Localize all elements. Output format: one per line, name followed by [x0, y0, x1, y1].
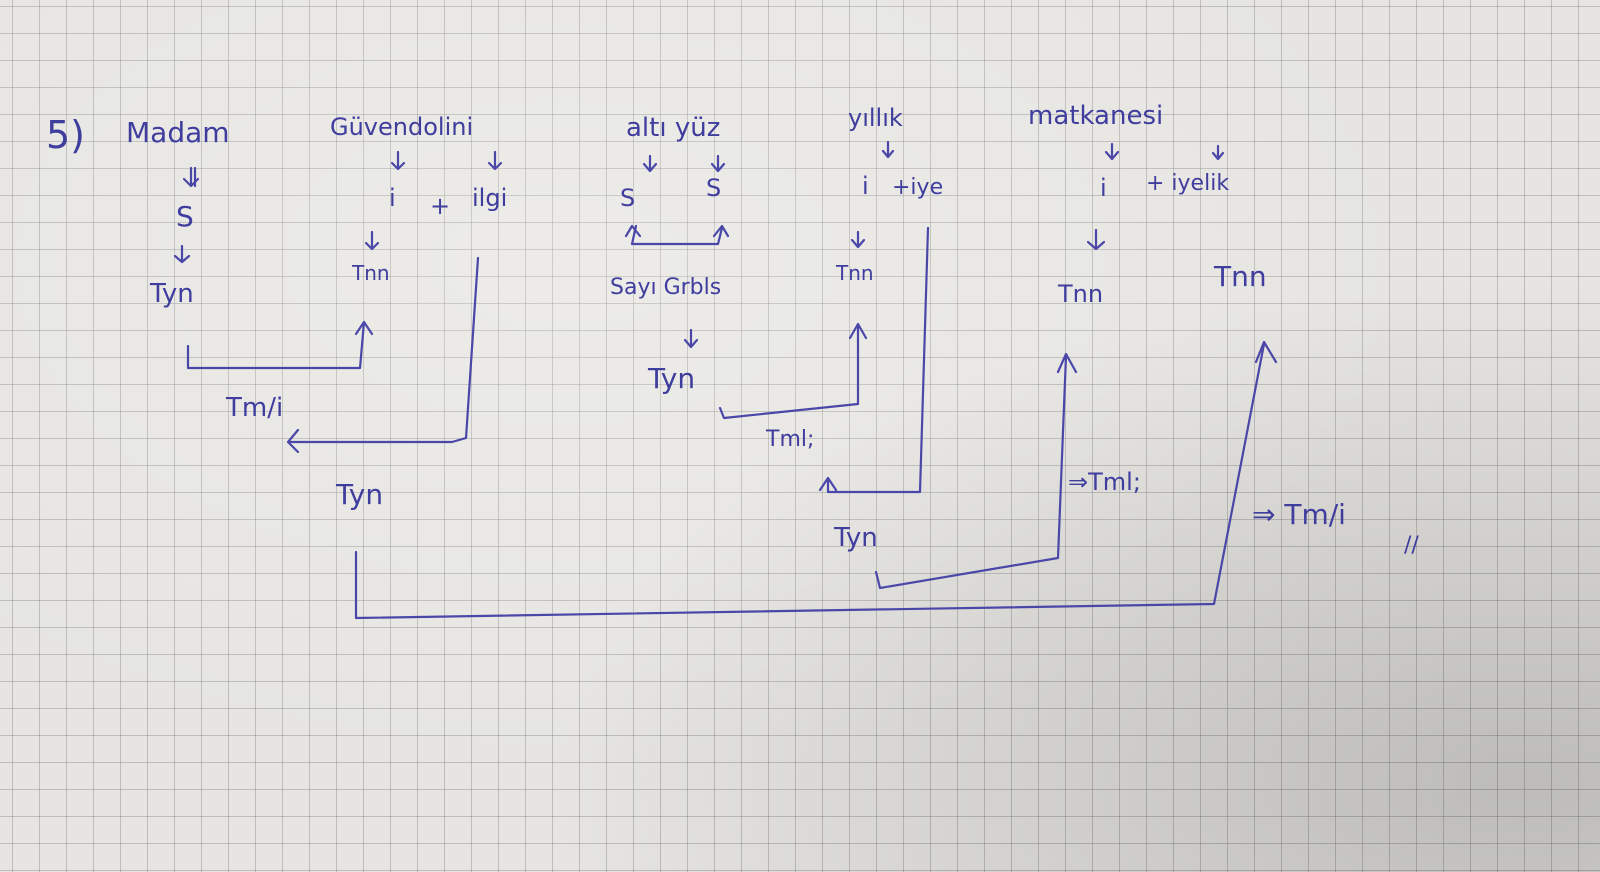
arrow-yillik-i-down: [881, 140, 895, 159]
bracket-sayi-grubu: [624, 224, 730, 246]
yillik-tiye: +iye: [892, 175, 943, 200]
arrow-guven-i-down: [390, 150, 406, 171]
guven-plus: +: [430, 192, 450, 220]
makk-tnn-left: Tnn: [1057, 280, 1103, 308]
makk-i: i: [1100, 174, 1107, 202]
madem-tyn: Tyn: [149, 279, 194, 309]
bracket-tiye-to-tyn: [818, 226, 930, 494]
arrow-madem-down-2: [173, 244, 191, 264]
makk-tmli-2: ⇒ Tm/i: [1252, 498, 1346, 531]
makk-tnn-right: Tnn: [1213, 260, 1267, 293]
alti-tmli: Tml;: [765, 427, 814, 452]
arrow-makk-tnn-down: [1086, 228, 1106, 251]
makk-iyelik: + iyelik: [1146, 171, 1229, 196]
word-guvendolini: Güvendolini: [330, 113, 473, 141]
alti-s2: S: [706, 174, 721, 202]
arrow-alti-s1-down: [642, 154, 658, 173]
bracket-yillik-tyn-to-makk-tnn: [874, 352, 1078, 590]
arrow-madem-down-1: [182, 166, 200, 188]
alti-tyn: Tyn: [647, 362, 695, 395]
word-makkanesi: matkanesi: [1028, 101, 1163, 131]
problem-number: 5): [46, 113, 85, 157]
guven-tyn: Tyn: [335, 478, 383, 511]
arrow-guven-tnn-down: [364, 230, 380, 251]
guven-ilgi: ilgi: [472, 184, 507, 212]
word-altiyuz: altı yüz: [626, 113, 720, 143]
alti-s1: S: [620, 184, 635, 212]
bracket-guven-tyn-to-makk-right-tnn: [354, 340, 1278, 620]
guven-tmli: Tm/i: [225, 393, 283, 423]
yillik-tnn: Tnn: [835, 261, 874, 285]
arrow-guven-ilgi-down: [487, 150, 503, 171]
makk-tmli-1: ⇒Tml;: [1068, 468, 1141, 496]
arrow-makk-i-down: [1104, 142, 1120, 161]
arrow-sayi-down: [683, 328, 699, 349]
word-yillik: yıllık: [848, 104, 903, 132]
guven-tnn: Tnn: [351, 261, 390, 285]
alti-sayi-grubu: Sayı Grbls: [610, 275, 721, 300]
arrow-makk-iyelik-down: [1211, 144, 1225, 161]
madem-s: S: [176, 200, 194, 233]
bracket-madem-to-tnn: [186, 320, 374, 370]
guven-i: i: [389, 184, 396, 212]
word-madem: Madam: [126, 116, 230, 149]
arrow-yillik-tnn-down: [850, 230, 866, 249]
yillik-tyn: Tyn: [833, 523, 878, 553]
bracket-alti-to-yillik-tnn: [718, 322, 868, 420]
yillik-i: i: [862, 172, 869, 200]
end-mark: //: [1404, 533, 1419, 558]
bracket-ilgi-to-tmli: [286, 256, 480, 454]
arrow-alti-s2-down: [710, 154, 726, 173]
